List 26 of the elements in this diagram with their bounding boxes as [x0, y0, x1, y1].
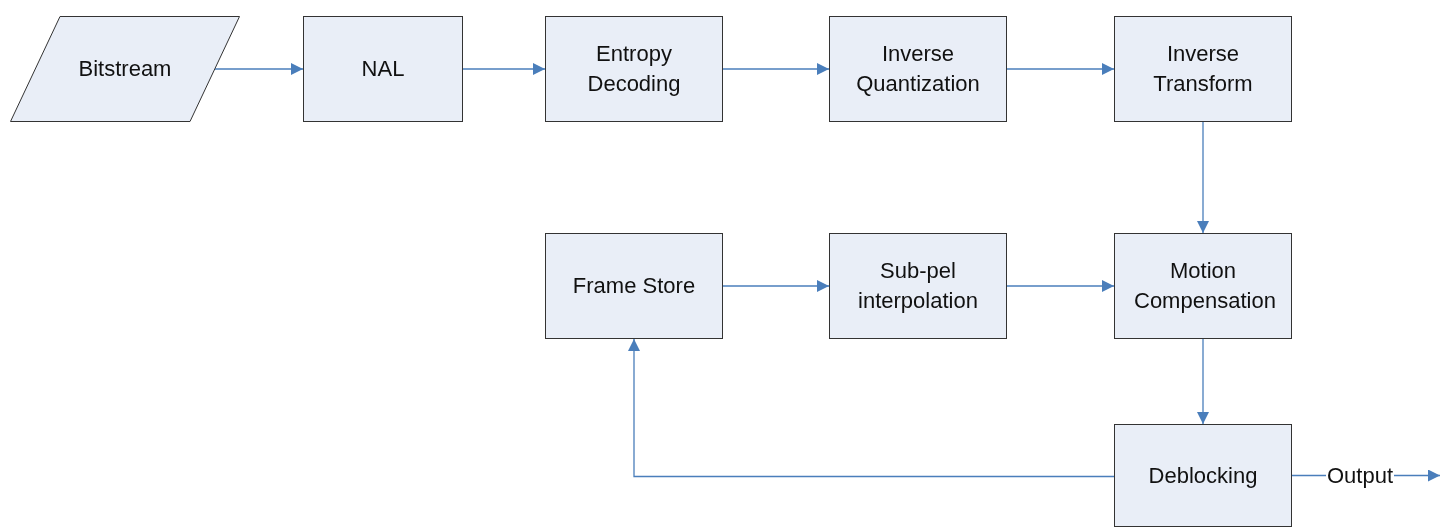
box-label: Inverse Quantization — [855, 40, 981, 98]
arrow — [1197, 121, 1209, 234]
box-label: Inverse Transform — [1152, 40, 1254, 98]
box-label: Sub-pel interpolation — [857, 257, 979, 315]
arrow — [1006, 63, 1115, 75]
process-box — [1114, 233, 1292, 339]
arrow — [722, 63, 830, 75]
input-parallelogram — [10, 16, 240, 122]
box-label: Frame Store — [572, 272, 696, 300]
arrow — [1197, 338, 1209, 425]
box-label: Deblocking — [1148, 461, 1258, 490]
arrow — [1006, 280, 1115, 292]
arrow — [214, 63, 304, 75]
process-box — [829, 16, 1007, 122]
process-box — [829, 233, 1007, 339]
box-label: Entropy Decoding — [586, 40, 682, 98]
box-label: NAL — [361, 55, 405, 83]
box-label: Bitstream — [78, 55, 172, 83]
arrow — [722, 280, 830, 292]
arrow — [462, 63, 546, 75]
process-box — [1114, 16, 1292, 122]
process-box — [303, 16, 463, 122]
process-box — [545, 233, 723, 339]
process-box — [545, 16, 723, 122]
process-box — [1114, 424, 1292, 527]
arrow — [628, 338, 1115, 478]
